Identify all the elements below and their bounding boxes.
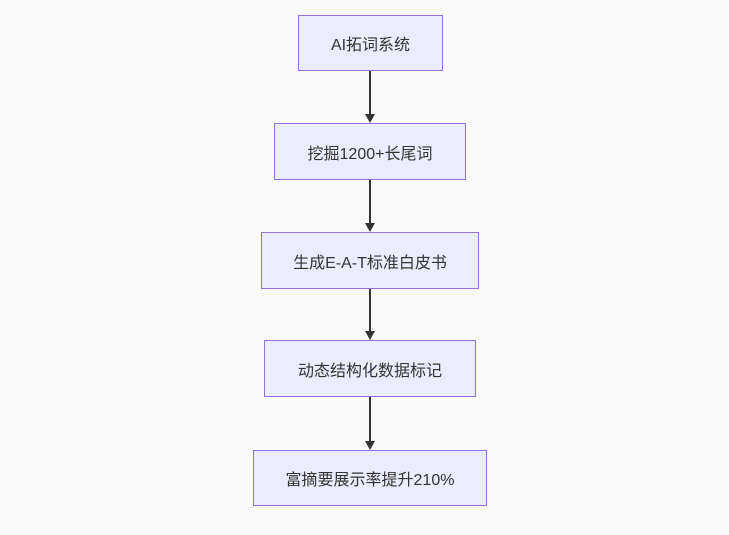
flow-arrow (363, 71, 377, 123)
flow-node-longtail-mining: 挖掘1200+长尾词 (274, 123, 466, 180)
flow-node-label: 生成E-A-T标准白皮书 (293, 254, 447, 272)
arrowhead-icon (365, 441, 375, 450)
flow-arrow (363, 180, 377, 232)
flow-arrow (363, 397, 377, 450)
arrow-line (369, 397, 371, 443)
flow-node-ai-keyword-system: AI拓词系统 (298, 15, 443, 71)
arrow-line (369, 71, 371, 116)
arrow-line (369, 289, 371, 333)
flow-node-label: 动态结构化数据标记 (297, 362, 442, 380)
flow-arrow (363, 289, 377, 340)
arrowhead-icon (365, 223, 375, 232)
flow-node-label: 富摘要展示率提升210% (285, 472, 455, 489)
flow-node-eat-whitepaper: 生成E-A-T标准白皮书 (261, 232, 479, 289)
arrowhead-icon (365, 331, 375, 340)
arrowhead-icon (365, 114, 375, 123)
flow-node-structured-data-markup: 动态结构化数据标记 (264, 340, 476, 397)
arrow-line (369, 180, 371, 225)
flow-node-label: AI拓词系统 (330, 37, 411, 54)
flow-node-label: 挖掘1200+长尾词 (307, 145, 433, 163)
flow-node-rich-snippet-result: 富摘要展示率提升210% (253, 450, 487, 506)
